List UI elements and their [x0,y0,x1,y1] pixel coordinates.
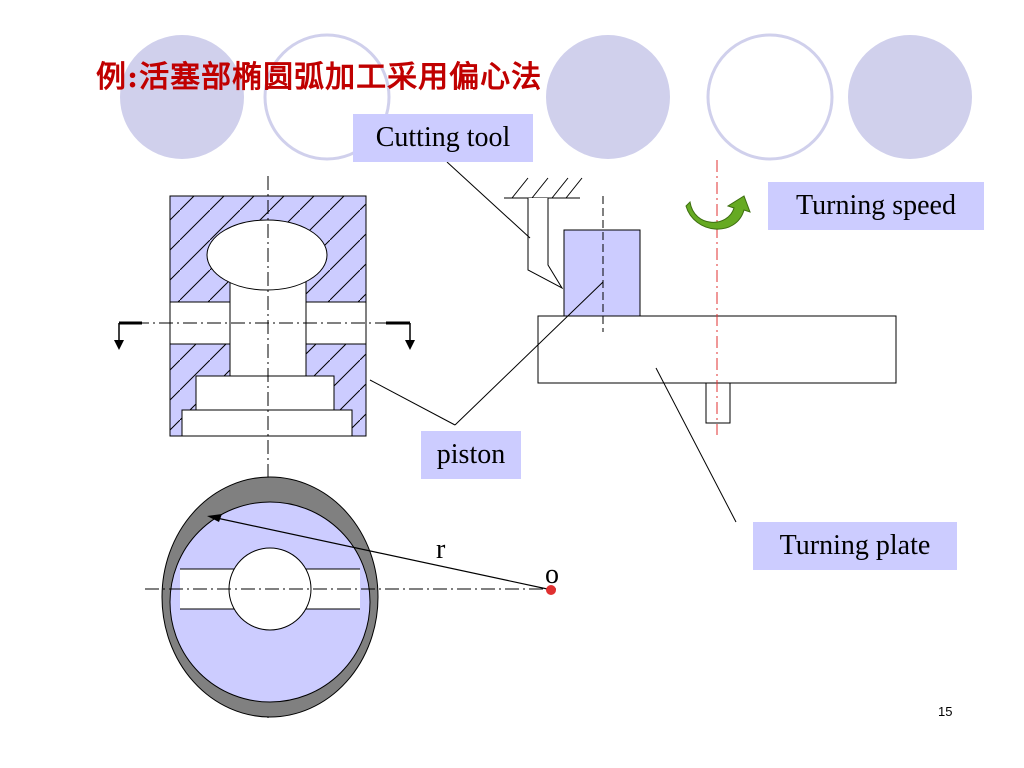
radius-arrow [207,514,556,595]
leader-lines [369,161,737,523]
turning-speed-label: Turning speed [768,182,984,230]
piston-disc-view [145,476,556,718]
lathe-assembly [504,160,897,435]
deco-circle [120,35,244,159]
page-number: 15 [938,704,953,719]
deco-circle [706,33,834,161]
center-label: o [545,559,559,590]
piston-label: piston [421,431,521,479]
deco-circle [848,35,972,159]
piston-section [135,176,400,720]
center-point [546,585,556,595]
radius-label: r [436,534,446,565]
section-marker-left [114,321,142,350]
cutting-tool-label: Cutting tool [353,114,533,162]
rotation-arrow-icon [685,195,751,230]
turning-plate-label: Turning plate [753,522,957,570]
slide-title: 例:活塞部椭圆弧加工采用偏心法 [96,60,543,95]
deco-circle [546,35,670,159]
section-marker-right [386,321,415,350]
